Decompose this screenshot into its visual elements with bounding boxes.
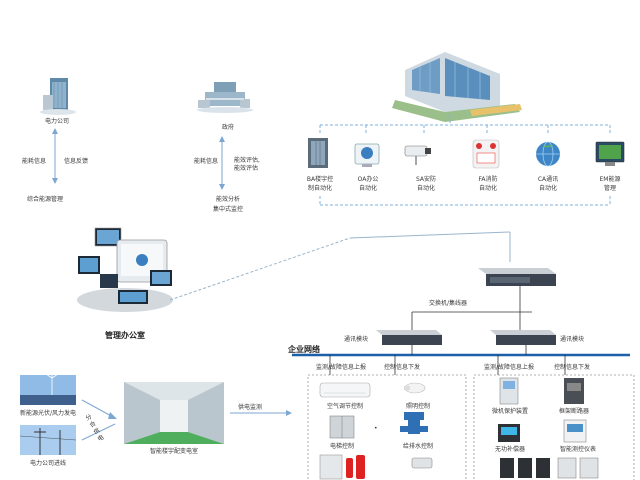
government-building-icon [197, 82, 253, 113]
solar-wind-image [20, 373, 76, 405]
office-devices-icon [77, 227, 173, 312]
subsystem-fa-line2: 自动化 [478, 185, 498, 192]
subsystem-oa-line2: 自动化 [358, 185, 378, 192]
power-company-down-label: 能耗信息 [22, 158, 47, 165]
power-company-up-label: 信息反馈 [64, 158, 89, 165]
microcomp-label: 微机保护装置 [491, 408, 529, 415]
breaker-icon [564, 378, 584, 404]
elevator-icon [329, 415, 355, 439]
water-label: 给排水控制 [402, 443, 434, 450]
power-devices-box [473, 374, 635, 480]
meter-row-icon [500, 457, 599, 479]
power-grid-image [19, 425, 77, 455]
right-control-label: 控制信息下发 [554, 364, 591, 371]
renewable-label: 新能源光伏/风力发电 [19, 410, 77, 417]
protection-device-icon [499, 377, 519, 405]
government-right-label-1: 能效评估, [234, 157, 260, 164]
comm-module-left-icon [376, 330, 442, 345]
reactive-label: 无功补偿器 [494, 446, 526, 453]
subsystem-ca-line2: 自动化 [538, 185, 558, 192]
office-building-icon [392, 52, 522, 122]
power-room-image [124, 382, 224, 444]
right-upload-label: 监测/故障信息上报 [484, 364, 535, 371]
subsystem-oa-line1: OA办公 [357, 176, 379, 183]
supply-monitor-label: 供电监测 [238, 404, 263, 411]
cctv-camera-icon [404, 145, 431, 165]
government-bottom-label-1: 能效分析 [215, 196, 241, 203]
ac-label: 空气调节控制 [326, 403, 364, 410]
light-bulb-icon [404, 382, 426, 394]
government-bottom-label-2: 集中式监控 [212, 206, 244, 213]
panel-box-icon [319, 454, 343, 480]
comm-module-right-icon [490, 330, 556, 345]
em-monitor-icon [595, 141, 625, 166]
elevator-label: 电梯控制 [329, 443, 355, 450]
left-control-label: 控制信息下发 [384, 364, 421, 371]
lighting-label: 照明控制 [405, 403, 431, 410]
comm-module-left-label: 通讯模块 [344, 336, 369, 343]
subsystem-em-line2: 管理 [603, 185, 617, 192]
smart-meter-icon [563, 419, 587, 443]
security-camera-icon [411, 457, 433, 469]
air-conditioner-icon [319, 382, 371, 398]
reactive-compensator-icon [498, 424, 520, 442]
enterprise-network-label: 企业网络 [288, 345, 320, 354]
switch-label: 交换机/集线器 [428, 300, 468, 307]
subsystem-fa-line1: FA消防 [478, 176, 498, 183]
subsystem-em-line1: EM能源 [599, 176, 621, 183]
subsystem-ca-line1: CA通讯 [537, 176, 559, 183]
oa-monitor-icon [354, 143, 380, 167]
water-valve-icon [400, 412, 428, 434]
ba-building-icon [308, 138, 328, 168]
fire-alarm-icon [472, 139, 500, 169]
globe-icon [536, 141, 560, 167]
subsystem-bus-lines [319, 115, 611, 206]
comm-module-right-label: 通讯模块 [560, 336, 585, 343]
subsystem-ba-line1: BA楼宇控 [306, 176, 334, 183]
power-room-label: 智能楼宇配变电室 [149, 448, 199, 455]
subsystem-sa-line2: 自动化 [416, 185, 436, 192]
left-upload-label: 监测/故障信息上报 [316, 364, 367, 371]
subsystem-sa-line1: SA安防 [415, 176, 437, 183]
grid-label: 电力公司进线 [29, 460, 67, 467]
power-company-title: 电力公司 [44, 118, 70, 125]
power-company-bottom-label: 综合能源管理 [26, 196, 64, 203]
bullet-dot: • [374, 425, 378, 432]
government-right-label-2: 能效评估 [234, 165, 259, 172]
network-switch-icon [478, 268, 556, 286]
power-company-building-icon [40, 78, 76, 115]
smart-meter-label: 智能测控仪表 [559, 446, 597, 453]
subsystem-ba-line2: 制自动化 [307, 185, 333, 192]
office-title: 管理办公室 [105, 331, 145, 340]
government-title: 政府 [221, 124, 235, 131]
government-left-label: 能耗信息 [194, 158, 219, 165]
breaker-label: 框架断路器 [558, 408, 590, 415]
fire-extinguisher-icon [346, 455, 365, 479]
building-devices-box [307, 374, 467, 480]
